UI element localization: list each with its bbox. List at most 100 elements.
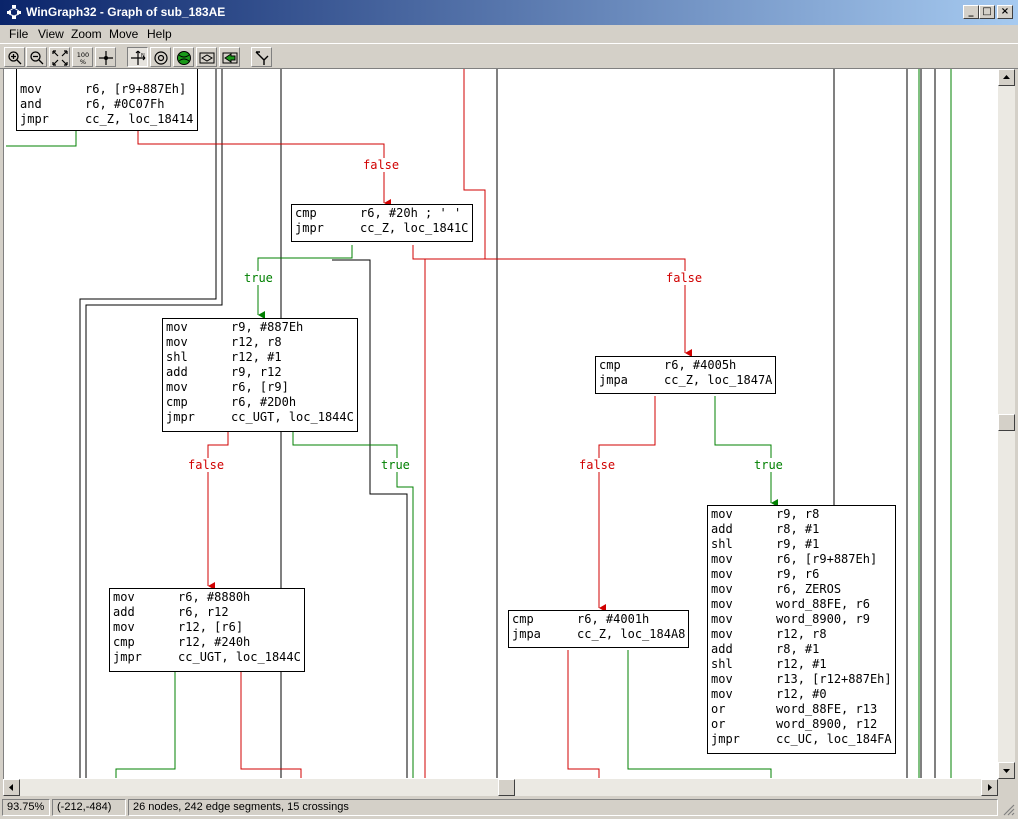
resize-grip-icon[interactable] xyxy=(1002,803,1015,816)
edge-label-false: false xyxy=(665,271,704,285)
asm-line: add r6, r12 xyxy=(113,605,229,619)
edge xyxy=(918,69,952,778)
zoom-in-button[interactable] xyxy=(4,47,25,67)
zoom-out-button[interactable] xyxy=(26,47,47,67)
asm-line: mov r9, #887Eh xyxy=(166,320,304,334)
green-arrow-button[interactable] xyxy=(219,47,240,67)
asm-line: shl r12, #1 xyxy=(166,350,282,364)
zoom-in-icon xyxy=(8,51,22,65)
asm-line: jmpa cc_Z, loc_1847A xyxy=(599,373,773,387)
graph-edges xyxy=(6,69,952,778)
asm-line: jmpr cc_UC, loc_184FA xyxy=(711,732,892,746)
vertical-scroll-thumb[interactable] xyxy=(998,414,1015,431)
asm-line: and r6, #0C07Fh xyxy=(20,97,165,111)
asm-line: jmpr cc_UGT, loc_1844C xyxy=(113,650,301,664)
asm-line: mov r12, r8 xyxy=(711,627,827,641)
menu-zoom[interactable]: Zoom xyxy=(71,27,102,41)
asm-line: mov r6, #8880h xyxy=(113,590,251,604)
asm-line: add r8, #1 xyxy=(711,642,820,656)
maximize-button[interactable]: □ xyxy=(979,5,995,19)
edge xyxy=(292,432,414,778)
edge xyxy=(598,396,656,612)
window-title: WinGraph32 - Graph of sub_183AE xyxy=(26,5,226,19)
asm-line: jmpa cc_Z, loc_184A8 xyxy=(512,627,686,641)
asm-line: mov r6, [r9+887Eh] xyxy=(711,552,878,566)
graph-node[interactable]: cmp r6, #20h ; ' 'jmpr cc_Z, loc_1841C xyxy=(291,204,473,242)
shape-button[interactable] xyxy=(196,47,217,67)
edge-label-false: false xyxy=(578,458,617,472)
asm-line: cmp r6, #20h ; ' ' xyxy=(295,206,462,220)
asm-line: add r9, r12 xyxy=(166,365,282,379)
asm-line: mov word_88FE, r6 xyxy=(711,597,870,611)
edge xyxy=(137,130,391,207)
scroll-up-button[interactable] xyxy=(998,69,1015,86)
globe-button[interactable] xyxy=(173,47,194,67)
edge xyxy=(332,259,408,778)
edge-label-true: true xyxy=(753,458,784,472)
asm-line: cmp r6, #4001h xyxy=(512,612,650,626)
status-zoom: 93.75% xyxy=(2,799,50,816)
horizontal-scroll-thumb[interactable] xyxy=(498,779,515,796)
node-tool-button[interactable] xyxy=(251,47,272,67)
shape-icon xyxy=(199,52,215,64)
zoom-100-button[interactable]: 100% xyxy=(72,47,93,67)
graph-icon xyxy=(7,5,21,19)
asm-line: mov r9, r8 xyxy=(711,507,820,521)
scroll-right-button[interactable] xyxy=(981,779,998,796)
menu-file[interactable]: File xyxy=(9,27,29,41)
horizontal-scrollbar[interactable] xyxy=(3,779,998,796)
asm-line: cmp r12, #240h xyxy=(113,635,251,649)
edge-label-false: false xyxy=(187,458,226,472)
edge xyxy=(627,650,772,778)
graph-canvas[interactable]: false true false false true false true m… xyxy=(3,69,999,779)
menu-view[interactable]: View xyxy=(38,27,64,41)
close-button[interactable]: × xyxy=(997,5,1013,19)
rotate-button[interactable] xyxy=(150,47,171,67)
asm-line: or word_88FE, r13 xyxy=(711,702,878,716)
asm-line: mov r13, [r12+887Eh] xyxy=(711,672,892,686)
edge xyxy=(714,396,778,507)
center-button[interactable] xyxy=(95,47,116,67)
menu-help[interactable]: Help xyxy=(147,27,172,41)
title-bar: WinGraph32 - Graph of sub_183AE _ □ × xyxy=(0,0,1018,25)
asm-line: mov r6, [r9] xyxy=(166,380,289,394)
minimize-button[interactable]: _ xyxy=(963,5,979,19)
svg-text:%: % xyxy=(80,58,86,66)
menu-bar: File View Zoom Move Help xyxy=(0,25,1018,43)
edge xyxy=(85,69,223,778)
toolbar: 100% N xyxy=(0,43,1018,69)
vertical-scrollbar[interactable] xyxy=(998,69,1015,779)
edge xyxy=(424,69,486,778)
asm-line: mov word_8900, r9 xyxy=(711,612,870,626)
svg-text:100: 100 xyxy=(77,51,89,59)
zoom-out-icon xyxy=(30,51,44,65)
asm-line: cmp r6, #2D0h xyxy=(166,395,297,409)
edge-label-true: true xyxy=(380,458,411,472)
zoom-100-icon: 100% xyxy=(77,51,89,66)
asm-line: mov r6, [r9+887Eh] xyxy=(20,82,187,96)
asm-line: mov r12, [r6] xyxy=(113,620,244,634)
asm-line: jmpr cc_UGT, loc_1844C xyxy=(166,410,354,424)
arrow-up-icon xyxy=(1003,75,1010,79)
asm-line: mov r12, r8 xyxy=(166,335,282,349)
fit-window-button[interactable] xyxy=(49,47,70,67)
arrow-down-icon xyxy=(1003,769,1010,773)
node-tool-icon xyxy=(255,51,269,65)
move-mode-button[interactable]: N xyxy=(127,47,148,67)
asm-line: mov r6, ZEROS xyxy=(711,582,842,596)
scroll-corner xyxy=(998,779,1015,796)
menu-move[interactable]: Move xyxy=(109,27,139,41)
scroll-down-button[interactable] xyxy=(998,762,1015,779)
globe-icon xyxy=(177,51,191,65)
move-mode-icon: N xyxy=(131,50,146,65)
asm-line: jmpr cc_Z, loc_1841C xyxy=(295,221,469,235)
edge xyxy=(567,650,600,778)
edge xyxy=(412,245,692,357)
scroll-left-button[interactable] xyxy=(3,779,20,796)
